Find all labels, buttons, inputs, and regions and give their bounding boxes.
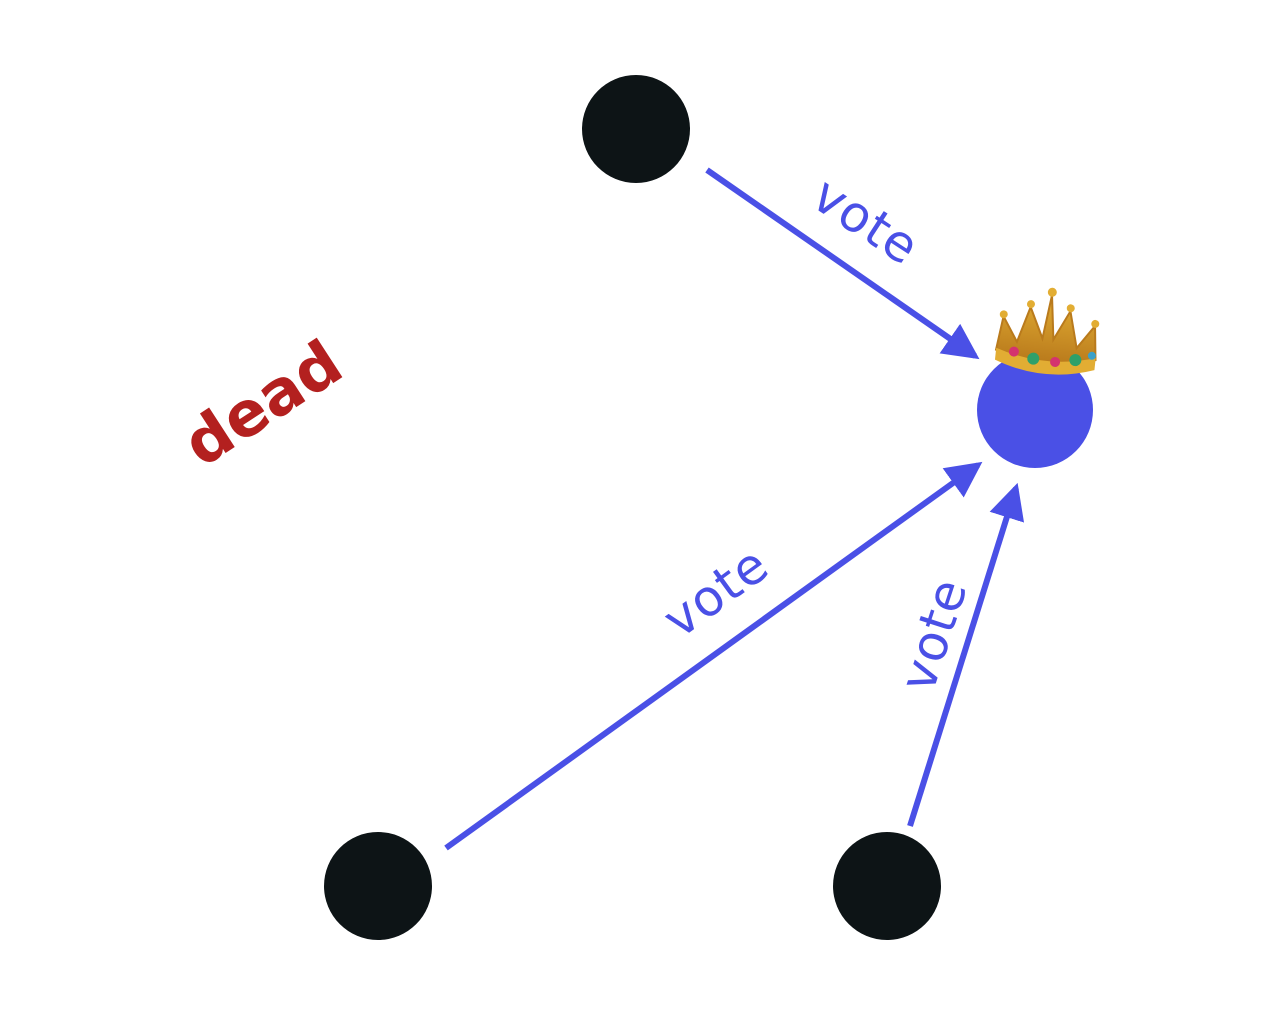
vote-label-bottom-left: vote — [653, 535, 780, 649]
vote-label-bottom-right: vote — [888, 571, 979, 698]
vote-arrow-bottom-right — [907, 482, 1025, 827]
vote-label-top: vote — [802, 166, 930, 277]
dead-label: dead — [170, 326, 355, 481]
vote-arrow-top — [705, 167, 980, 360]
leader-node — [977, 352, 1093, 468]
crown-icon — [994, 287, 1100, 375]
node-bottom-left — [324, 832, 432, 940]
vote-arrow-bottom-left — [444, 461, 983, 851]
node-top — [582, 75, 690, 183]
node-bottom-right — [833, 832, 941, 940]
